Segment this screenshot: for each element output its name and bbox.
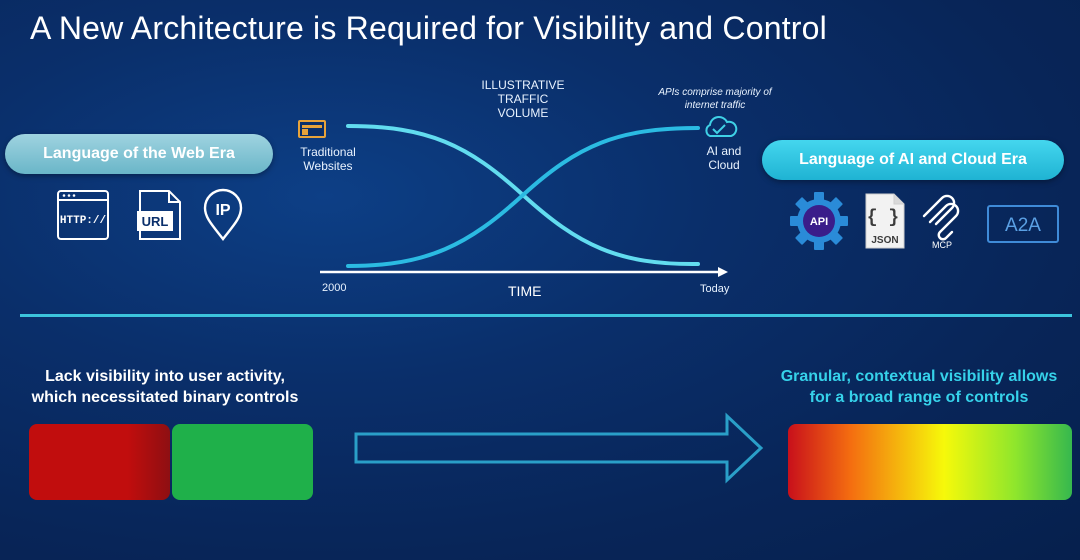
series-ai-curve bbox=[346, 126, 700, 268]
gradient-block bbox=[788, 424, 1072, 500]
annotation-line: APIs comprise majority of bbox=[658, 87, 772, 98]
api-icon: API bbox=[790, 192, 848, 250]
web-era-pill: Language of the Web Era bbox=[5, 134, 273, 174]
chart-title-line: TRAFFIC bbox=[497, 92, 549, 106]
chart-title: ILLUSTRATIVE TRAFFIC VOLUME bbox=[469, 78, 577, 120]
series-ai-label: AI and Cloud bbox=[692, 144, 756, 172]
granular-controls-line: Granular, contextual visibility allows bbox=[780, 368, 1058, 385]
red-block bbox=[29, 424, 170, 500]
url-icon-text: URL bbox=[142, 214, 169, 229]
series-traditional-label: Traditional Websites bbox=[290, 145, 366, 173]
page-title: A New Architecture is Required for Visib… bbox=[30, 10, 827, 46]
x-axis-arrow bbox=[718, 267, 728, 277]
ip-icon: IP bbox=[203, 188, 243, 241]
granular-controls-line: for a broad range of controls bbox=[809, 389, 1029, 406]
traffic-chart bbox=[320, 124, 728, 277]
url-icon: URL bbox=[137, 190, 181, 240]
website-icon bbox=[298, 120, 326, 138]
json-icon-text: JSON bbox=[871, 235, 898, 246]
cloud-icon bbox=[705, 116, 738, 137]
annotation-line: internet traffic bbox=[684, 100, 746, 111]
series-traditional-line: Traditional bbox=[300, 145, 356, 159]
series-traditional-line: Websites bbox=[303, 159, 353, 173]
x-axis-label: TIME bbox=[508, 283, 542, 299]
binary-controls-text: Lack visibility into user activity, whic… bbox=[10, 366, 320, 408]
mcp-icon-text: MCP bbox=[932, 240, 952, 250]
series-ai-line: AI and bbox=[706, 144, 742, 158]
svg-text:{ }: { } bbox=[867, 208, 899, 228]
x-end-label: Today bbox=[700, 283, 730, 295]
chart-annotation: APIs comprise majority of internet traff… bbox=[640, 86, 790, 112]
binary-controls-line: Lack visibility into user activity, bbox=[45, 368, 285, 385]
chart-title-line: ILLUSTRATIVE bbox=[481, 78, 565, 92]
a2a-icon: A2A bbox=[987, 205, 1059, 243]
api-icon-text: API bbox=[810, 216, 828, 228]
chart-title-line: VOLUME bbox=[497, 106, 549, 120]
json-icon: { } JSON bbox=[865, 193, 905, 249]
mcp-icon: MCP bbox=[922, 194, 960, 250]
x-start-label: 2000 bbox=[322, 282, 347, 294]
ai-cloud-era-pill: Language of AI and Cloud Era bbox=[762, 140, 1064, 180]
granular-controls-text: Granular, contextual visibility allows f… bbox=[760, 366, 1078, 408]
ip-icon-text: IP bbox=[215, 202, 230, 219]
http-icon-text: HTTP:// bbox=[60, 215, 107, 227]
series-ai-line: Cloud bbox=[708, 158, 740, 172]
green-block bbox=[172, 424, 313, 500]
transition-arrow bbox=[354, 412, 764, 484]
binary-controls-line: which necessitated binary controls bbox=[31, 389, 299, 406]
http-icon: HTTP:// bbox=[57, 190, 109, 240]
a2a-icon-text: A2A bbox=[1005, 215, 1041, 236]
section-divider bbox=[20, 314, 1072, 317]
